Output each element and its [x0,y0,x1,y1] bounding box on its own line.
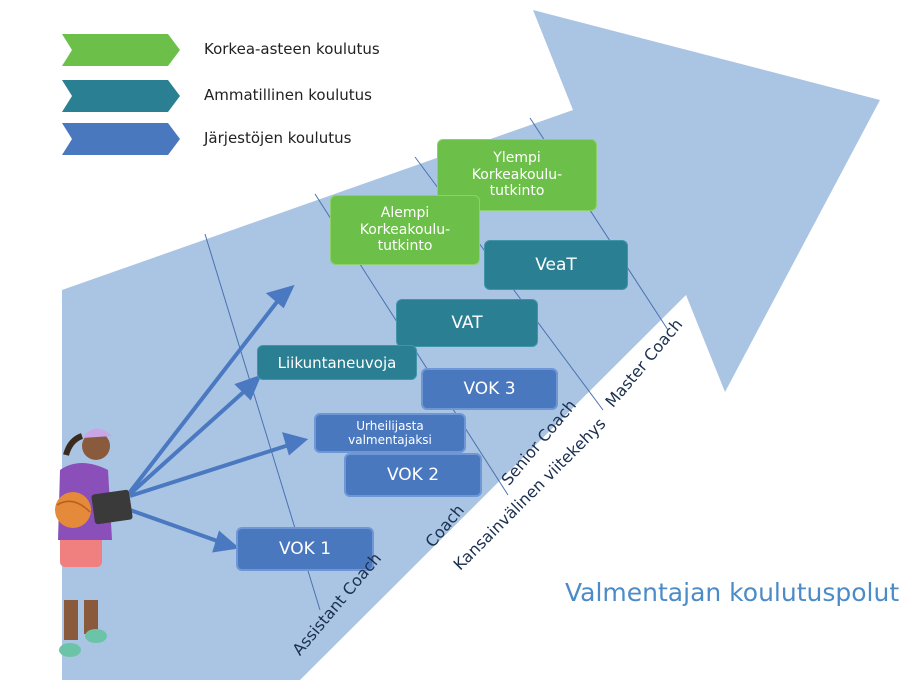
vok2-box: VOK 2 [344,453,482,497]
legend-chevron-blue [62,123,180,155]
legend-chevron-green [62,34,180,66]
vok1-box: VOK 1 [236,527,374,571]
legend-label-ammatillinen: Ammatillinen koulutus [204,86,372,104]
veat-box: VeaT [484,240,628,290]
coach-figure-illustration [55,428,133,657]
legend-chevron-teal [62,80,180,112]
pointer-arrow [129,508,224,545]
vok3-box: VOK 3 [421,368,558,410]
pointer-arrow [129,442,293,498]
urheilijasta-valmentajaksi-box: Urheilijasta valmentajaksi [314,413,466,453]
legend-label-jarjestojen: Järjestöjen koulutus [204,129,352,147]
ylempi-korkeakoulututkinto-box: Ylempi Korkeakoulu- tutkinto [437,139,597,211]
alempi-korkeakoulututkinto-box: Alempi Korkeakoulu- tutkinto [330,195,480,265]
page-title: Valmentajan koulutuspolut [565,578,900,607]
pointer-arrow [128,386,250,496]
pointer-arrow [128,296,282,494]
legend-label-korkea: Korkea-asteen koulutus [204,40,380,58]
liikuntaneuvoja-box: Liikuntaneuvoja [257,345,417,380]
vat-box: VAT [396,299,538,347]
